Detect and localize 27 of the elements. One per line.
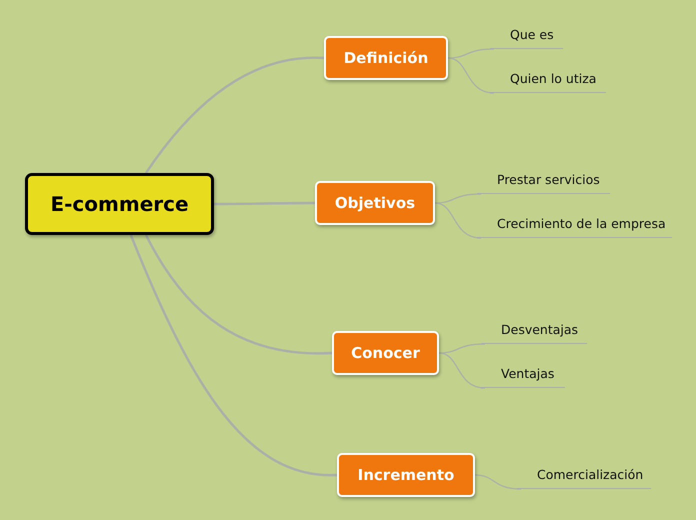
- subtopic-underline: [477, 216, 672, 238]
- central-topic-box: E-commerce: [25, 173, 214, 235]
- main-branch-line: [130, 234, 338, 476]
- subtopic-underline: [490, 27, 563, 49]
- main-branch-line: [144, 56, 324, 174]
- branch-line: [434, 202, 482, 239]
- subtopic-text: Quien lo utiza: [509, 71, 596, 86]
- subtopic-text: Prestar servicios: [496, 172, 600, 187]
- topic-box: Definición: [324, 36, 448, 80]
- subtopic-underline: [481, 366, 565, 388]
- subtopic-underline: [517, 467, 651, 489]
- topic-box: Objetivos: [315, 181, 435, 225]
- main-branch-line: [144, 234, 332, 354]
- main-branch-line: [214, 202, 315, 206]
- branch-line: [448, 57, 495, 94]
- branch-line: [474, 474, 522, 490]
- subtopic-text: Que es: [509, 27, 554, 42]
- subtopic-text: Crecimiento de la empresa: [496, 216, 666, 231]
- topic-box: Conocer: [332, 331, 439, 375]
- subtopic-underline: [477, 172, 610, 194]
- subtopic-text: Ventajas: [500, 366, 554, 381]
- subtopic-underline: [490, 71, 606, 93]
- subtopic-text: Desventajas: [500, 322, 578, 337]
- subtopic-text: Comercialización: [536, 467, 644, 482]
- topic-box: Incremento: [337, 453, 475, 497]
- subtopic-underline: [481, 322, 587, 344]
- branch-line: [438, 352, 486, 389]
